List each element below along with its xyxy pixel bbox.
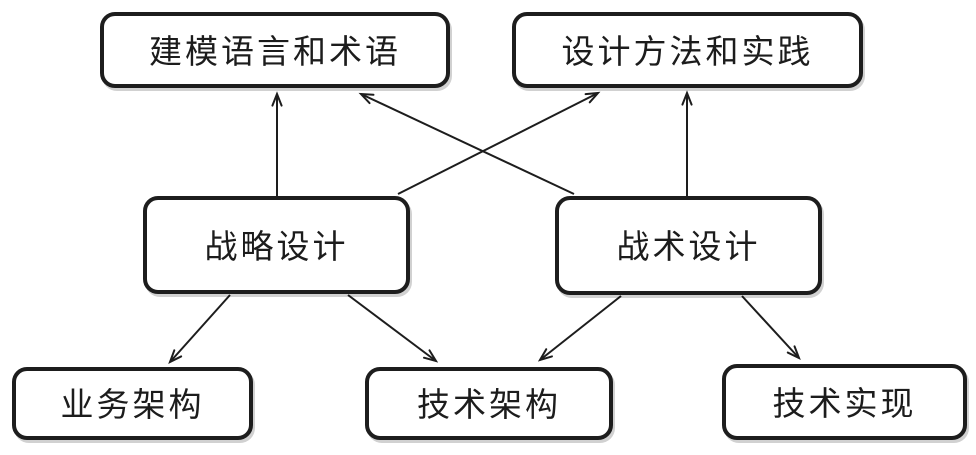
node-label: 建模语言和术语 xyxy=(149,31,401,71)
node-label: 战略设计 xyxy=(204,226,349,266)
node-label: 设计方法和实践 xyxy=(561,31,814,71)
node-label: 业务架构 xyxy=(60,385,205,424)
node-label: 战术设计 xyxy=(616,227,761,266)
node-tactical-design: 战术设计 xyxy=(555,196,822,295)
node-strategic-design: 战略设计 xyxy=(143,196,410,294)
node-label: 技术架构 xyxy=(417,385,561,424)
edge-tactical-to-techimpl xyxy=(741,295,801,360)
node-modeling-language-and-terms: 建模语言和术语 xyxy=(100,12,450,88)
node-label: 技术实现 xyxy=(772,383,917,423)
edge-tactical-to-modeling xyxy=(358,92,575,195)
edge-strategic-to-techarch xyxy=(347,294,439,363)
edge-strategic-to-business xyxy=(168,294,231,365)
edge-strategic-to-methods xyxy=(397,91,601,195)
node-technical-architecture: 技术架构 xyxy=(365,367,613,440)
edge-tactical-to-techarch xyxy=(537,295,622,362)
node-technical-implementation: 技术实现 xyxy=(722,364,967,440)
node-business-architecture: 业务架构 xyxy=(12,367,253,440)
node-design-methods-and-practices: 设计方法和实践 xyxy=(512,12,863,88)
